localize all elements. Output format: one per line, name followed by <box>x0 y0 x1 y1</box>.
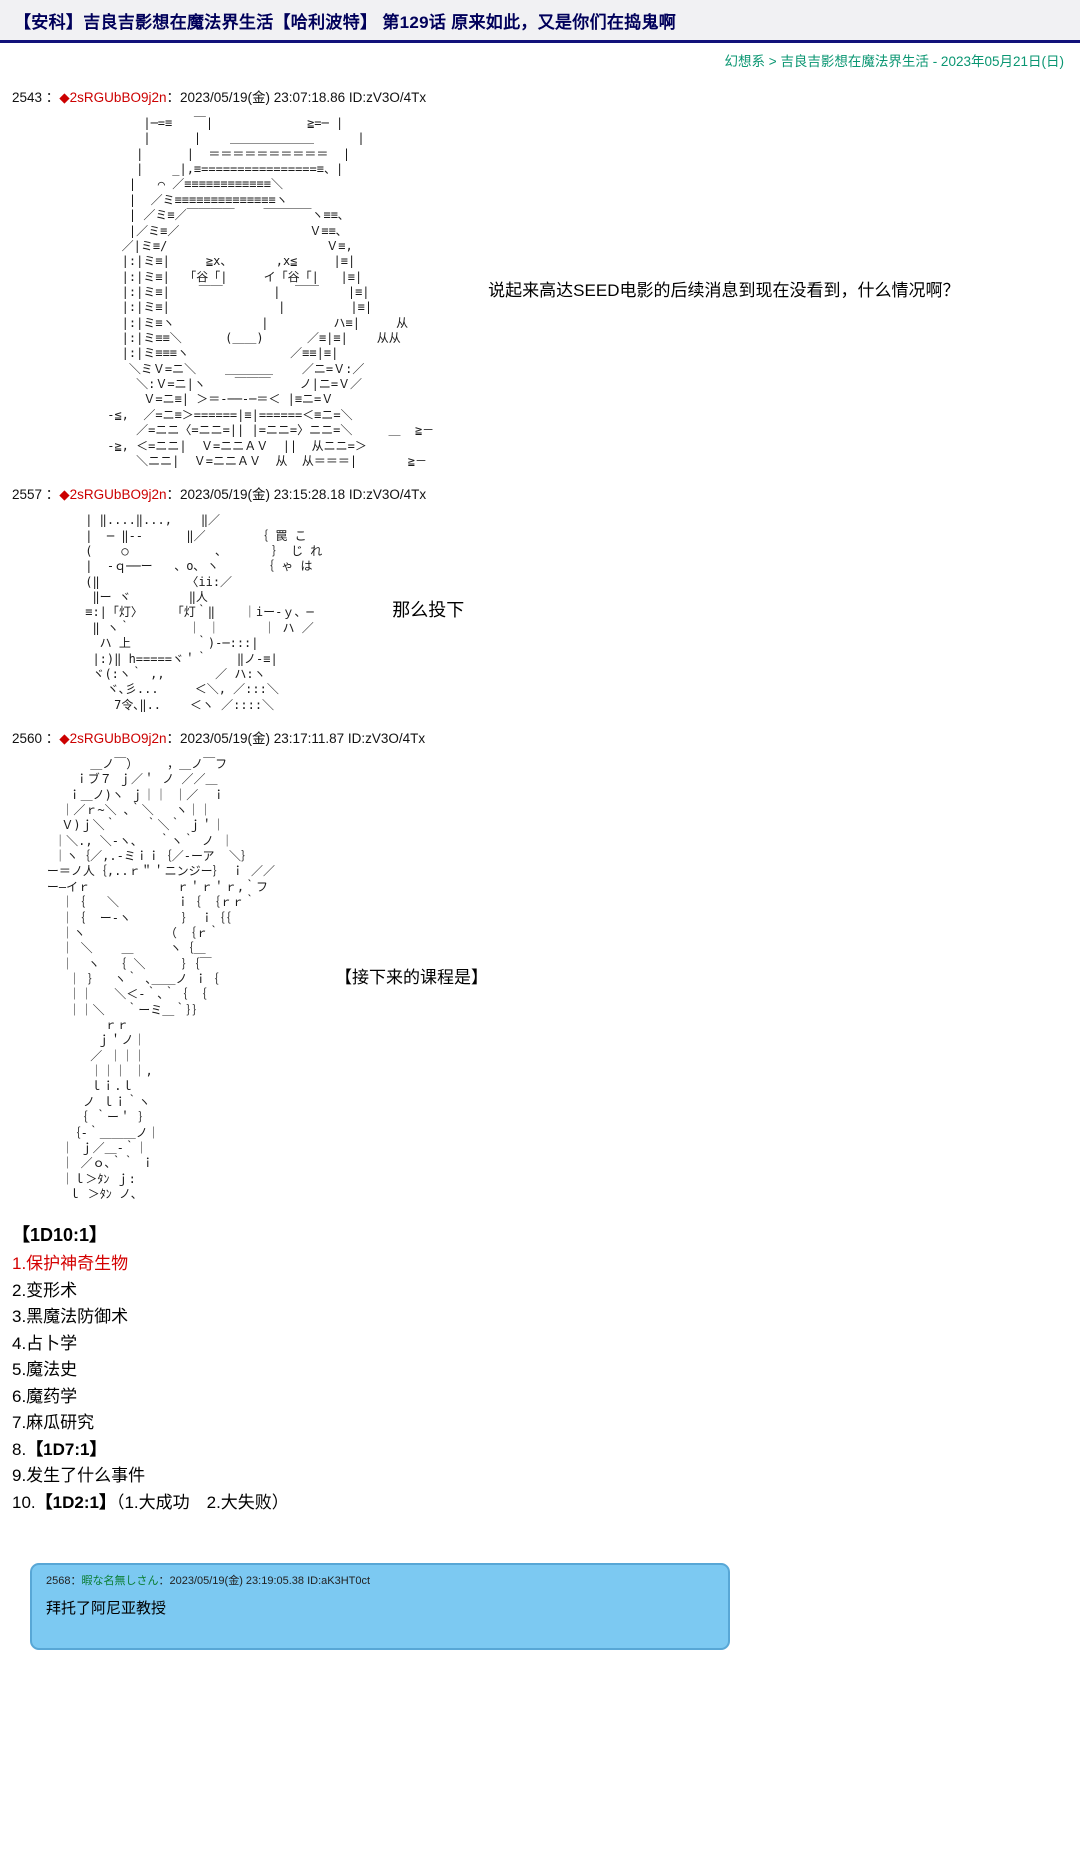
tripcode: ◆2sRGUbBO9j2n <box>59 487 167 503</box>
post-2557: 2557 ：◆2sRGUbBO9j2n：2023/05/19(金) 23:15:… <box>0 483 1080 713</box>
course-option-text: 10. <box>12 1492 36 1512</box>
dialogue-text: 说起来高达SEED电影的后续消息到现在没看到，什么情况啊？ <box>488 281 960 301</box>
course-option-9: 9.发生了什么事件 <box>12 1463 1080 1489</box>
dialogue-text: 【接下来的课程是】 <box>335 968 489 988</box>
thread-title-bar: 【安科】吉良吉影想在魔法界生活【哈利波特】 第129话 原来如此，又是你们在捣鬼… <box>0 0 1080 43</box>
ascii-art: | ‖....‖..., ‖／ | ─ ‖-‐ ‖／ ｛ 罠 こ ( ○ ､ ｝… <box>85 513 323 712</box>
post-header: 2557 ：◆2sRGUbBO9j2n：2023/05/19(金) 23:15:… <box>12 483 1080 503</box>
course-option-8: 8.【1D7:1】 <box>12 1437 1080 1463</box>
tripcode: ◆2sRGUbBO9j2n <box>59 730 167 746</box>
course-option-text: 6.魔药学 <box>12 1386 78 1406</box>
page-bottom-spacer <box>0 1650 1080 1870</box>
reply-poster-name: 暇な名無しさん <box>81 1575 159 1588</box>
course-option-text: （1.大成功 2.大失败） <box>115 1492 289 1512</box>
post-number: 2557 ： <box>12 487 60 503</box>
course-option-10: 10.【1D2:1】（1.大成功 2.大失败） <box>12 1490 1080 1516</box>
dialogue-text: 那么投下 <box>392 600 465 621</box>
course-option-1: 1.保护神奇生物 <box>12 1251 1080 1277</box>
thread-link[interactable]: 吉良吉影想在魔法界生活 <box>780 54 929 69</box>
post-body: ＿ノ￣） ，＿ノ￣フ ｉブ７ ｊ／＇ ノ ／／＿ ｉ＿ノ)ヽ ｊ｜｜ ｜／ ｉ … <box>0 749 1080 1202</box>
post-body: | ‖....‖..., ‖／ | ─ ‖-‐ ‖／ ｛ 罠 こ ( ○ ､ ｝… <box>0 505 1080 713</box>
course-option-7: 7.麻瓜研究 <box>12 1410 1080 1436</box>
post-header: 2560 ：◆2sRGUbBO9j2n：2023/05/19(金) 23:17:… <box>12 727 1080 747</box>
post-meta: ：2023/05/19(金) 23:15:28.18 ID:zV3O/4Tx <box>166 487 427 503</box>
dice-roll-header: 【1D10:1】 <box>12 1225 108 1246</box>
reply-body: 拜托了阿尼亚教授 <box>46 1600 167 1618</box>
post-2543: 2543 ：◆2sRGUbBO9j2n：2023/05/19(金) 23:07:… <box>0 86 1080 469</box>
reply-header: 2568：暇な名無しさん：2023/05/19(金) 23:19:05.38 I… <box>46 1572 714 1588</box>
course-option-5: 5.魔法史 <box>12 1357 1080 1383</box>
breadcrumb: 幻想系 > 吉良吉影想在魔法界生活 - 2023年05月21日(日) <box>0 43 1080 72</box>
course-option-text: 4.占卜学 <box>12 1333 78 1353</box>
breadcrumb-separator: > <box>765 54 781 69</box>
course-option-text: 8. <box>12 1439 27 1459</box>
board-link[interactable]: 幻想系 <box>724 54 766 69</box>
ascii-art: |─=≡ ￣| ≧=─ | | | ＿＿＿＿＿＿＿ | | | ＝＝＝＝＝＝＝＝… <box>107 116 435 468</box>
ascii-art: ＿ノ￣） ，＿ノ￣フ ｉブ７ ｊ／＇ ノ ／／＿ ｉ＿ノ)ヽ ｊ｜｜ ｜／ ｉ … <box>46 756 276 1201</box>
course-option-2: 2.变形术 <box>12 1278 1080 1304</box>
course-option-text: 3.黑魔法防御术 <box>12 1307 129 1327</box>
course-option-3: 3.黑魔法防御术 <box>12 1304 1080 1330</box>
tripcode: ◆2sRGUbBO9j2n <box>59 90 167 105</box>
course-option-text: 5.魔法史 <box>12 1360 78 1380</box>
reply-quote-box: 2568：暇な名無しさん：2023/05/19(金) 23:19:05.38 I… <box>30 1563 730 1651</box>
course-option-text: 1.保护神奇生物 <box>12 1254 129 1274</box>
post-number: 2543 ： <box>12 90 60 105</box>
course-option-text: 2.变形术 <box>12 1280 78 1300</box>
course-option-text: 7.麻瓜研究 <box>12 1413 95 1433</box>
course-option-text: 9.发生了什么事件 <box>12 1466 146 1486</box>
dice-result: 【1D2:1】 <box>35 1492 116 1512</box>
course-option-4: 4.占卜学 <box>12 1331 1080 1357</box>
dice-roll-section: 【1D10:1】 1.保护神奇生物 2.变形术 3.黑魔法防御术 4.占卜学 5… <box>12 1222 1080 1515</box>
breadcrumb-date: - 2023年05月21日(日) <box>928 54 1064 69</box>
course-option-6: 6.魔药学 <box>12 1384 1080 1410</box>
post-number: 2560 ： <box>12 730 60 746</box>
dice-result: 【1D7:1】 <box>26 1439 107 1459</box>
thread-title: 【安科】吉良吉影想在魔法界生活【哈利波特】 第129话 原来如此，又是你们在捣鬼… <box>14 13 677 32</box>
reply-meta: ：2023/05/19(金) 23:19:05.38 ID:aK3HT0ct <box>158 1575 371 1588</box>
reply-number: 2568： <box>46 1575 82 1588</box>
post-header: 2543 ：◆2sRGUbBO9j2n：2023/05/19(金) 23:07:… <box>12 86 1080 106</box>
post-meta: ：2023/05/19(金) 23:07:18.86 ID:zV3O/4Tx <box>166 90 427 105</box>
post-2560: 2560 ：◆2sRGUbBO9j2n：2023/05/19(金) 23:17:… <box>0 727 1080 1202</box>
post-meta: ：2023/05/19(金) 23:17:11.87 ID:zV3O/4Tx <box>166 730 426 746</box>
post-body: |─=≡ ￣| ≧=─ | | | ＿＿＿＿＿＿＿ | | | ＝＝＝＝＝＝＝＝… <box>0 108 1080 469</box>
